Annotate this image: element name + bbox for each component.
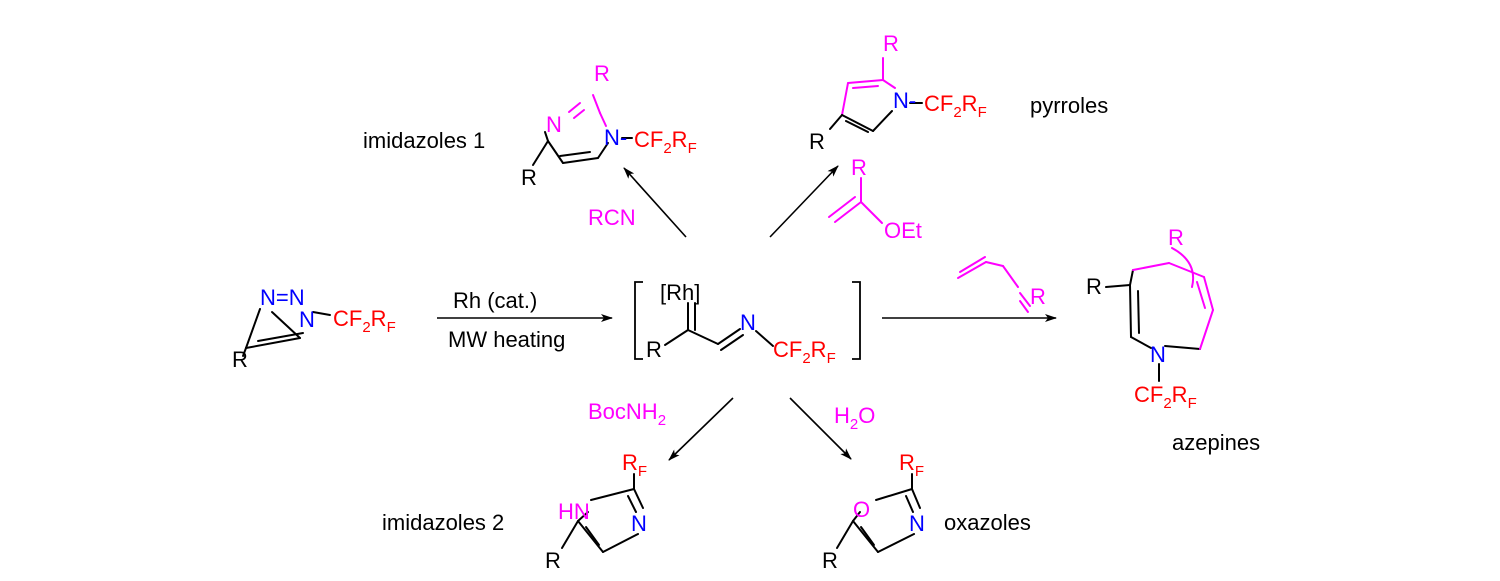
catalyst-label: Rh (cat.) xyxy=(453,288,537,313)
azepines-name: azepines xyxy=(1172,430,1260,455)
pyrrole-n-label: N- xyxy=(893,88,916,113)
arrow-to-imidazoles-2 xyxy=(668,397,734,461)
triazole-cf2rf-label: CF2RF xyxy=(333,306,396,336)
rhodium-azavinyl-carbene-intermediate: [Rh] R N CF2RF xyxy=(634,280,861,367)
oxazole-rf-label: RF xyxy=(899,450,924,480)
triazole-n1-label: N xyxy=(299,307,315,332)
azepine-n-label: N xyxy=(1150,342,1166,367)
diene-r-label: R xyxy=(1030,284,1046,309)
imidazole-1-n3-label: N xyxy=(546,112,562,137)
oxazole-product: RF O N R xyxy=(822,450,925,573)
boc-amide-reagent-label: BocNH2 xyxy=(588,399,666,429)
triazole-starting-material: N=N N R CF2RF xyxy=(232,285,396,372)
triazole-nn-label: N=N xyxy=(260,285,305,310)
imidazole-2-product: RF HN N R xyxy=(545,450,647,573)
imidazole-2-hn-label: HN xyxy=(558,499,590,524)
rcn-reagent-label: RCN xyxy=(588,205,636,230)
heating-label: MW heating xyxy=(448,327,565,352)
pyrrole-product: R N- CF2RF R xyxy=(809,31,987,154)
imidazole-2-rf-label: RF xyxy=(622,450,647,480)
diene-reagent: R xyxy=(957,256,1046,313)
arrow-to-oxazoles xyxy=(789,397,852,460)
arrow-to-imidazoles-1 xyxy=(623,167,687,238)
pyrrole-r4-label: R xyxy=(809,129,825,154)
ethoxy-alkene-reagent: R OEt xyxy=(828,155,922,243)
intermediate-r-label: R xyxy=(646,337,662,362)
azepine-r-label: R xyxy=(1086,274,1102,299)
imidazoles-1-name: imidazoles 1 xyxy=(363,128,485,153)
imidazole-1-cf2rf-label: CF2RF xyxy=(634,127,697,157)
ethoxy-label: OEt xyxy=(884,218,922,243)
ethoxy-alkene-r-label: R xyxy=(851,155,867,180)
intermediate-cf2rf-label: CF2RF xyxy=(773,337,836,367)
pyrrole-cf2rf-label: CF2RF xyxy=(924,91,987,121)
oxazole-o-label: O xyxy=(853,497,870,522)
azepine-cf2rf-label: CF2RF xyxy=(1134,382,1197,412)
pyrrole-r2-label: R xyxy=(883,31,899,56)
imidazole-1-r2-label: R xyxy=(594,61,610,86)
arrow-to-pyrroles xyxy=(769,165,839,238)
rhodium-label: [Rh] xyxy=(660,280,700,305)
imidazole-1-r4-label: R xyxy=(521,165,537,190)
rhodium-catalysis-step: Rh (cat.) MW heating xyxy=(437,288,613,352)
imidazole-2-r-label: R xyxy=(545,548,561,573)
azepine-product: R R N CF2RF xyxy=(1086,225,1214,412)
imidazole-1-n1-label: N- xyxy=(604,125,627,150)
intermediate-n-label: N xyxy=(740,310,756,335)
oxazole-r-label: R xyxy=(822,548,838,573)
imidazole-2-n-label: N xyxy=(631,511,647,536)
triazole-r-label: R xyxy=(232,347,248,372)
azepine-ring-r-label: R xyxy=(1168,225,1184,250)
water-reagent-label: H2O xyxy=(834,403,875,433)
imidazoles-2-name: imidazoles 2 xyxy=(382,510,504,535)
imidazole-1-product: R N N- CF2RF R xyxy=(521,61,697,190)
oxazoles-name: oxazoles xyxy=(944,510,1031,535)
oxazole-n-label: N xyxy=(909,511,925,536)
pyrroles-name: pyrroles xyxy=(1030,93,1108,118)
